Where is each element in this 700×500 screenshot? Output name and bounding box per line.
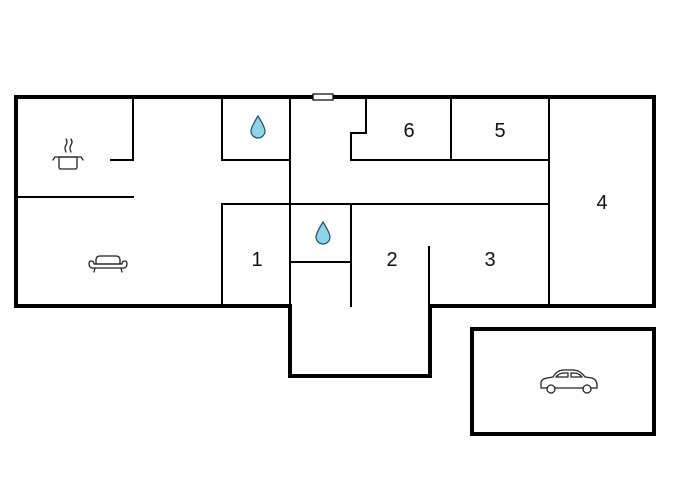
room-label-2: 2 bbox=[386, 249, 397, 271]
room-label-1: 1 bbox=[251, 249, 262, 271]
window-icon bbox=[312, 93, 334, 101]
house-outline bbox=[14, 95, 656, 378]
interior-walls bbox=[15, 96, 550, 307]
room-label-4: 4 bbox=[596, 192, 607, 214]
cooking-pot-icon bbox=[52, 138, 84, 170]
water-drop-icon bbox=[315, 220, 331, 245]
sofa-icon bbox=[88, 255, 128, 273]
garage-outline bbox=[470, 327, 656, 436]
house-outer-wall bbox=[14, 95, 656, 378]
water-drop-icon bbox=[250, 114, 266, 139]
room-label-3: 3 bbox=[484, 249, 495, 271]
room-6-left-wall bbox=[350, 96, 367, 161]
room-label-6: 6 bbox=[403, 120, 414, 142]
room-label-5: 5 bbox=[494, 120, 505, 142]
car-icon bbox=[540, 369, 598, 394]
